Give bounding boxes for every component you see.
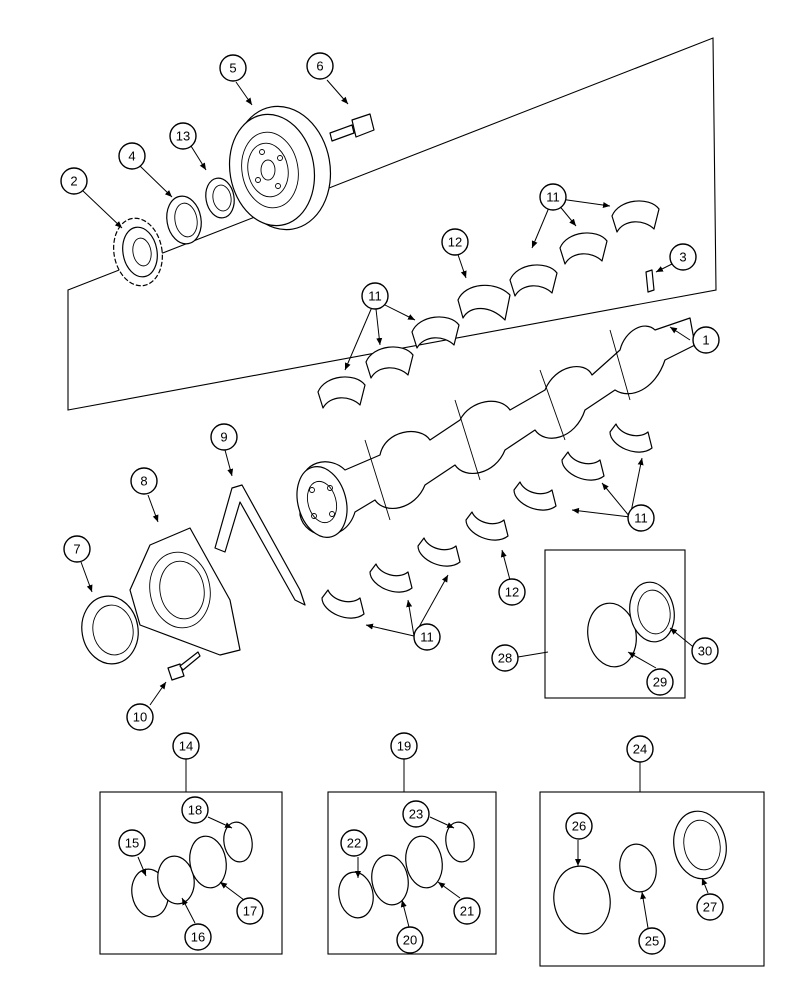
svg-text:8: 8 — [140, 474, 147, 489]
callout-1: 1 — [692, 326, 720, 354]
svg-text:4: 4 — [128, 149, 135, 164]
callout-11: 11 — [361, 282, 389, 310]
svg-text:2: 2 — [70, 174, 77, 189]
callout-16: 16 — [184, 923, 212, 951]
kit-24-box — [539, 791, 765, 967]
housing-bolt — [167, 651, 201, 681]
callout-28: 28 — [491, 644, 519, 672]
housing-gasket — [214, 484, 306, 606]
callout-25: 25 — [638, 927, 666, 955]
callout-13: 13 — [169, 122, 197, 150]
callout-7: 7 — [63, 535, 91, 563]
callout-8: 8 — [130, 467, 158, 495]
callout-9: 9 — [210, 423, 238, 451]
callout-2: 2 — [60, 167, 88, 195]
svg-text:23: 23 — [409, 807, 423, 822]
svg-text:24: 24 — [633, 742, 647, 757]
rear-oil-seal — [81, 595, 139, 665]
kit-14-box — [99, 791, 283, 955]
svg-text:27: 27 — [703, 900, 717, 915]
svg-text:26: 26 — [572, 819, 586, 834]
pulley-bolt — [329, 113, 375, 142]
callout-18: 18 — [181, 796, 209, 824]
svg-text:13: 13 — [176, 129, 190, 144]
dowel-pin — [645, 269, 655, 293]
crankshaft-pulley — [228, 105, 332, 231]
svg-text:12: 12 — [505, 585, 519, 600]
svg-text:18: 18 — [188, 803, 202, 818]
callout-10: 10 — [126, 703, 154, 731]
callout-22: 22 — [340, 829, 368, 857]
svg-text:11: 11 — [634, 511, 648, 526]
callout-11: 11 — [539, 183, 567, 211]
crankshaft-gear — [113, 217, 163, 287]
crankshaft-ring-4 — [166, 195, 202, 245]
svg-text:20: 20 — [403, 933, 417, 948]
svg-text:10: 10 — [133, 710, 147, 725]
seal-housing — [129, 527, 241, 656]
callout-12: 12 — [498, 578, 526, 606]
svg-text:16: 16 — [191, 930, 205, 945]
svg-text:11: 11 — [420, 630, 434, 645]
callout-5: 5 — [219, 54, 247, 82]
callout-11: 11 — [413, 623, 441, 651]
callout-4: 4 — [118, 142, 146, 170]
lower-bearing-shells — [321, 423, 653, 619]
kit-28-box — [544, 549, 686, 699]
kit-19-box — [327, 791, 497, 955]
callout-26: 26 — [565, 812, 593, 840]
callout-6: 6 — [306, 52, 334, 80]
svg-text:19: 19 — [397, 739, 411, 754]
callout-27: 27 — [696, 893, 724, 921]
svg-text:12: 12 — [448, 235, 462, 250]
svg-text:9: 9 — [220, 430, 227, 445]
crankshaft-ring-13 — [205, 177, 235, 219]
svg-text:25: 25 — [645, 934, 659, 949]
callout-15: 15 — [118, 829, 146, 857]
callout-24: 24 — [626, 735, 654, 763]
svg-text:11: 11 — [546, 190, 560, 205]
callout-20: 20 — [396, 926, 424, 954]
callout-29: 29 — [646, 668, 674, 696]
callout-17: 17 — [236, 897, 264, 925]
callout-30: 30 — [691, 637, 719, 665]
svg-text:15: 15 — [125, 836, 139, 851]
callout-12: 12 — [441, 228, 469, 256]
svg-text:28: 28 — [498, 651, 512, 666]
svg-text:21: 21 — [460, 904, 474, 919]
callout-19: 19 — [390, 732, 418, 760]
perspective-frame — [67, 37, 717, 411]
leader-lines — [80, 79, 709, 929]
svg-text:14: 14 — [179, 739, 193, 754]
svg-text:1: 1 — [702, 333, 709, 348]
svg-text:22: 22 — [347, 836, 361, 851]
crankshaft — [296, 317, 696, 538]
upper-bearing-shells — [317, 200, 660, 409]
svg-text:30: 30 — [698, 644, 712, 659]
svg-text:6: 6 — [316, 59, 323, 74]
svg-text:17: 17 — [243, 904, 257, 919]
svg-text:29: 29 — [653, 675, 667, 690]
callout-21: 21 — [453, 897, 481, 925]
svg-text:3: 3 — [679, 250, 686, 265]
callout-11: 11 — [627, 504, 655, 532]
svg-text:11: 11 — [368, 289, 382, 304]
svg-text:7: 7 — [73, 542, 80, 557]
svg-text:5: 5 — [229, 61, 236, 76]
callout-3: 3 — [669, 243, 697, 271]
callout-14: 14 — [172, 732, 200, 760]
callout-23: 23 — [402, 800, 430, 828]
